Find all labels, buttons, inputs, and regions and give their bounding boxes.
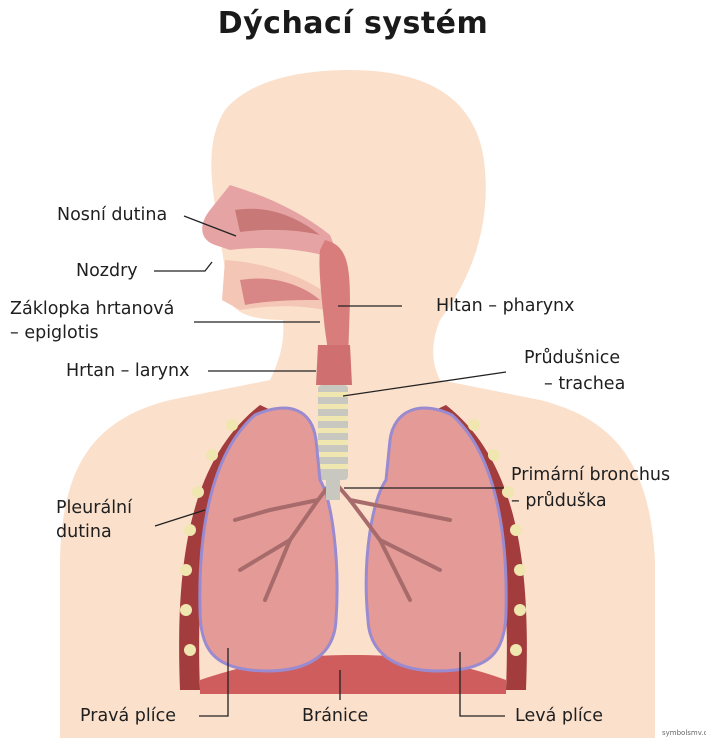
body-silhouette (60, 70, 655, 738)
label-leva-plice: Levá plíce (515, 704, 603, 728)
label-pleuralni-2: dutina (56, 520, 112, 544)
label-prudusnice-1: Průdušnice (524, 346, 620, 370)
label-zaklopka-2: – epiglotis (10, 321, 99, 345)
larynx (316, 345, 352, 385)
label-nosni-dutina: Nosní dutina (57, 203, 167, 227)
label-nozdry: Nozdry (76, 259, 138, 283)
label-bronchus-2: – průduška (511, 489, 607, 513)
label-zaklopka-1: Záklopka hrtanová (10, 297, 174, 321)
trachea-rings (318, 385, 348, 480)
bronchus-left (326, 475, 340, 500)
label-bronchus-1: Primární bronchus (511, 463, 670, 487)
watermark: symbolsmv.c (662, 729, 706, 737)
label-pleuralni-1: Pleurální (56, 496, 132, 520)
label-branice: Bránice (302, 704, 368, 728)
label-hrtan: Hrtan – larynx (66, 359, 190, 383)
label-hltan: Hltan – pharynx (436, 294, 575, 318)
label-prava-plice: Pravá plíce (80, 704, 176, 728)
label-prudusnice-2: – trachea (544, 372, 625, 396)
